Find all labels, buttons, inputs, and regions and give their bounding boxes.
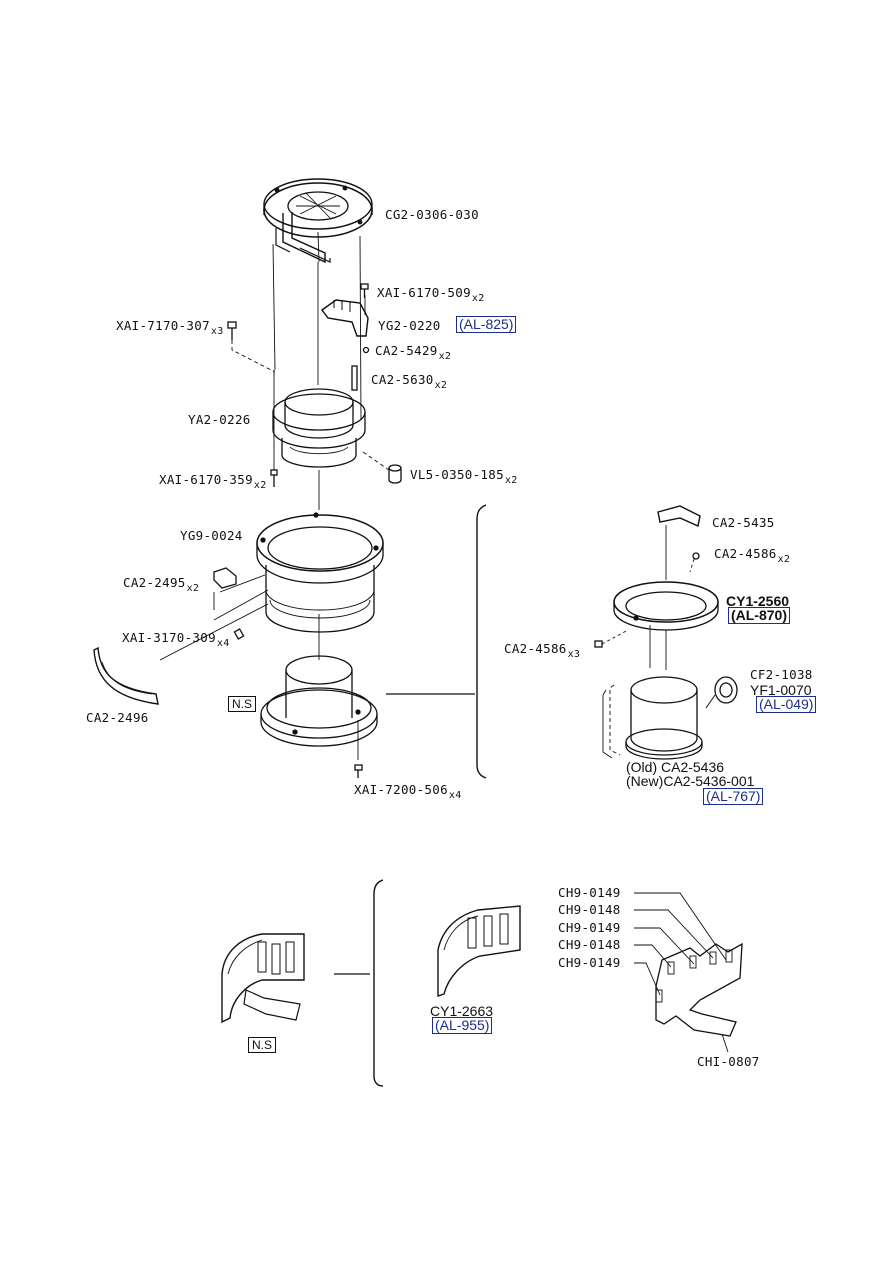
part-label-ca2-5436-new: (New)CA2-5436-001 (626, 773, 755, 789)
part-label-vl5-0350-185: VL5-0350-185x2 (410, 467, 518, 486)
part-label-ch9-0149-1: CH9-0149 (558, 885, 621, 900)
part-label-ca2-2496: CA2-2496 (86, 710, 149, 725)
flex-cover-drawing (437, 905, 521, 997)
screw-drawing (594, 629, 629, 648)
part-label-cy1-2560: CY1-2560 (726, 593, 790, 609)
part-label-yg2-0220: YG2-0220 (378, 318, 441, 333)
part-label-ca2-5435: CA2-5435 (712, 515, 775, 530)
screw-drawing (360, 283, 369, 298)
mount-ring-drawing (613, 581, 719, 631)
diaphragm-unit-drawing (263, 178, 373, 264)
ref-link-al-870[interactable]: (AL-870) (728, 607, 791, 624)
part-label-yf1-0070: YF1-0070 (750, 682, 812, 698)
part-label-xa1-3170-309: XAI-3170-309x4 (122, 630, 230, 649)
part-label-yg9-0024: YG9-0024 (180, 528, 243, 543)
mount-ring-drawing (256, 512, 384, 633)
part-label-xa1-6170-359: XAI-6170-359x2 (159, 472, 267, 491)
part-label-ch9-0149-3: CH9-0149 (558, 955, 621, 970)
ref-link-al-825[interactable]: (AL-825) (456, 316, 517, 333)
screw-drawing (354, 764, 363, 778)
part-label-ca2-2495: CA2-2495x2 (123, 575, 200, 594)
flex-cover-drawing (221, 933, 305, 1024)
sector-part-drawing (657, 505, 701, 580)
bracket-drawing (321, 299, 369, 337)
ref-link-al-767[interactable]: (AL-767) (703, 788, 764, 805)
screw-drawing (227, 321, 237, 340)
part-label-ch1-0807: CHI-0807 (697, 1054, 760, 1069)
ref-link-al-049[interactable]: (AL-049) (756, 696, 817, 713)
part-label-ca2-5436-old: (Old) CA2-5436 (626, 759, 725, 775)
part-label-ch9-0148-2: CH9-0148 (558, 937, 621, 952)
screw-drawing (689, 552, 700, 573)
ref-link-al-955[interactable]: (AL-955) (432, 1017, 493, 1034)
flex-circuit-drawing (655, 942, 743, 1037)
part-label-ca2-4586-a: CA2-4586x2 (714, 546, 791, 565)
part-label-ca2-4586-b: CA2-4586x3 (504, 641, 581, 660)
helicoid-ring-drawing (272, 388, 366, 468)
part-label-ca2-5630: CA2-5630x2 (371, 372, 448, 391)
baffle-tube-drawing (260, 655, 378, 747)
part-label-xa1-7200-506: XAI-7200-506x4 (354, 782, 462, 801)
part-label-xa1-6170-509: XAI-6170-509x2 (377, 285, 485, 304)
part-label-cf2-1038: CF2-1038 (750, 667, 813, 682)
baffle-tube-drawing (625, 676, 703, 760)
screw-drawing (233, 628, 245, 640)
part-drawing (213, 567, 266, 610)
strip-drawing (93, 646, 159, 705)
not-supplied-badge: N.S (248, 1037, 277, 1053)
part-label-cy1-2663: CY1-2663 (430, 1003, 494, 1019)
part-label-ch9-0148-1: CH9-0148 (558, 902, 621, 917)
part-label-ya2-0226: YA2-0226 (188, 412, 251, 427)
part-label-ch9-0149-2: CH9-0149 (558, 920, 621, 935)
part-label-ca2-5429: CA2-5429x2 (375, 343, 452, 362)
screw-drawing (270, 469, 278, 487)
disc-part-drawing (705, 676, 738, 709)
part-label-cg2-0306-030: CG2-0306-030 (385, 207, 479, 222)
part-label-xa1-7170-307: XAI-7170-307x3 (116, 318, 224, 337)
not-supplied-badge: N.S (228, 696, 257, 712)
part-drawing (362, 451, 402, 484)
